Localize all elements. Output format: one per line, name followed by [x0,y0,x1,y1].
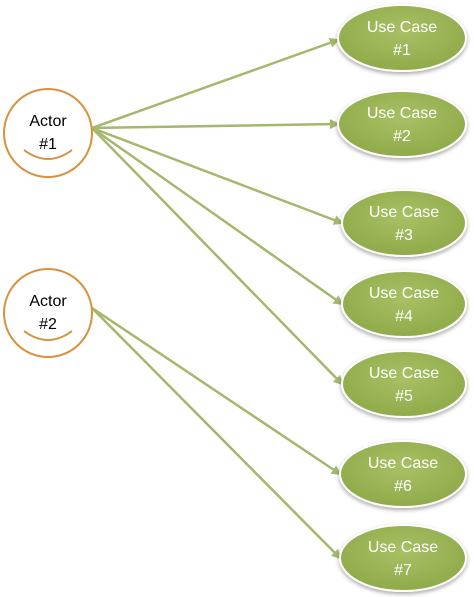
use-case-5-ellipse [341,350,467,418]
use-case-2-label-line1: Use Case [367,105,437,122]
use-case-6-ellipse [339,440,467,508]
association-arrow-actor-1-to-uc-1 [91,37,340,130]
actor-2-ring [3,268,93,358]
use-case-7-label-line1: Use Case [368,539,438,556]
association-arrow-actor-1-to-uc-3 [91,126,344,225]
use-case-7-label-line2: #7 [394,562,412,579]
use-case-1-label-line2: #1 [393,42,411,59]
use-case-3-label-line1: Use Case [369,204,439,221]
use-case-6[interactable]: Use Case #6 [339,440,467,508]
use-case-1[interactable]: Use Case #1 [337,4,467,72]
actor-2-smile [23,330,73,341]
use-case-6-label-line2: #6 [394,478,412,495]
use-case-4[interactable]: Use Case #4 [341,270,467,338]
association-arrow-actor-1-to-uc-4 [91,126,344,306]
use-case-7[interactable]: Use Case #7 [339,524,467,592]
actor-1-ring [3,88,93,178]
use-case-5[interactable]: Use Case #5 [341,350,467,418]
actor-2-label-line1: Actor [29,293,67,310]
use-case-2-label-line2: #2 [393,128,411,145]
association-arrow-actor-1-to-uc-2 [91,119,340,130]
use-case-3[interactable]: Use Case #3 [341,189,467,257]
actor-1-label-line1: Actor [29,113,67,130]
use-case-4-ellipse [341,270,467,338]
use-case-5-label-line2: #5 [395,388,413,405]
actor-2-label-line2: #2 [39,316,57,333]
association-arrows [91,37,344,560]
association-arrow-actor-2-to-uc-7 [91,307,342,560]
use-case-3-label-line2: #3 [395,227,413,244]
use-case-1-ellipse [337,4,467,72]
actor-1[interactable]: Actor #1 [3,88,93,178]
use-case-5-label-line1: Use Case [369,365,439,382]
actor-1-smile [23,149,73,160]
use-case-2-ellipse [337,90,467,158]
use-case-6-label-line1: Use Case [368,455,438,472]
actor-2[interactable]: Actor #2 [3,268,93,358]
association-arrow-actor-2-to-uc-6 [91,306,342,476]
actor-1-label-line2: #1 [39,136,57,153]
use-case-3-ellipse [341,189,467,257]
use-case-2[interactable]: Use Case #2 [337,90,467,158]
association-arrow-actor-1-to-uc-5 [91,127,344,386]
use-case-4-label-line2: #4 [395,308,413,325]
use-case-1-label-line1: Use Case [367,19,437,36]
use-case-4-label-line1: Use Case [369,285,439,302]
use-case-7-ellipse [339,524,467,592]
